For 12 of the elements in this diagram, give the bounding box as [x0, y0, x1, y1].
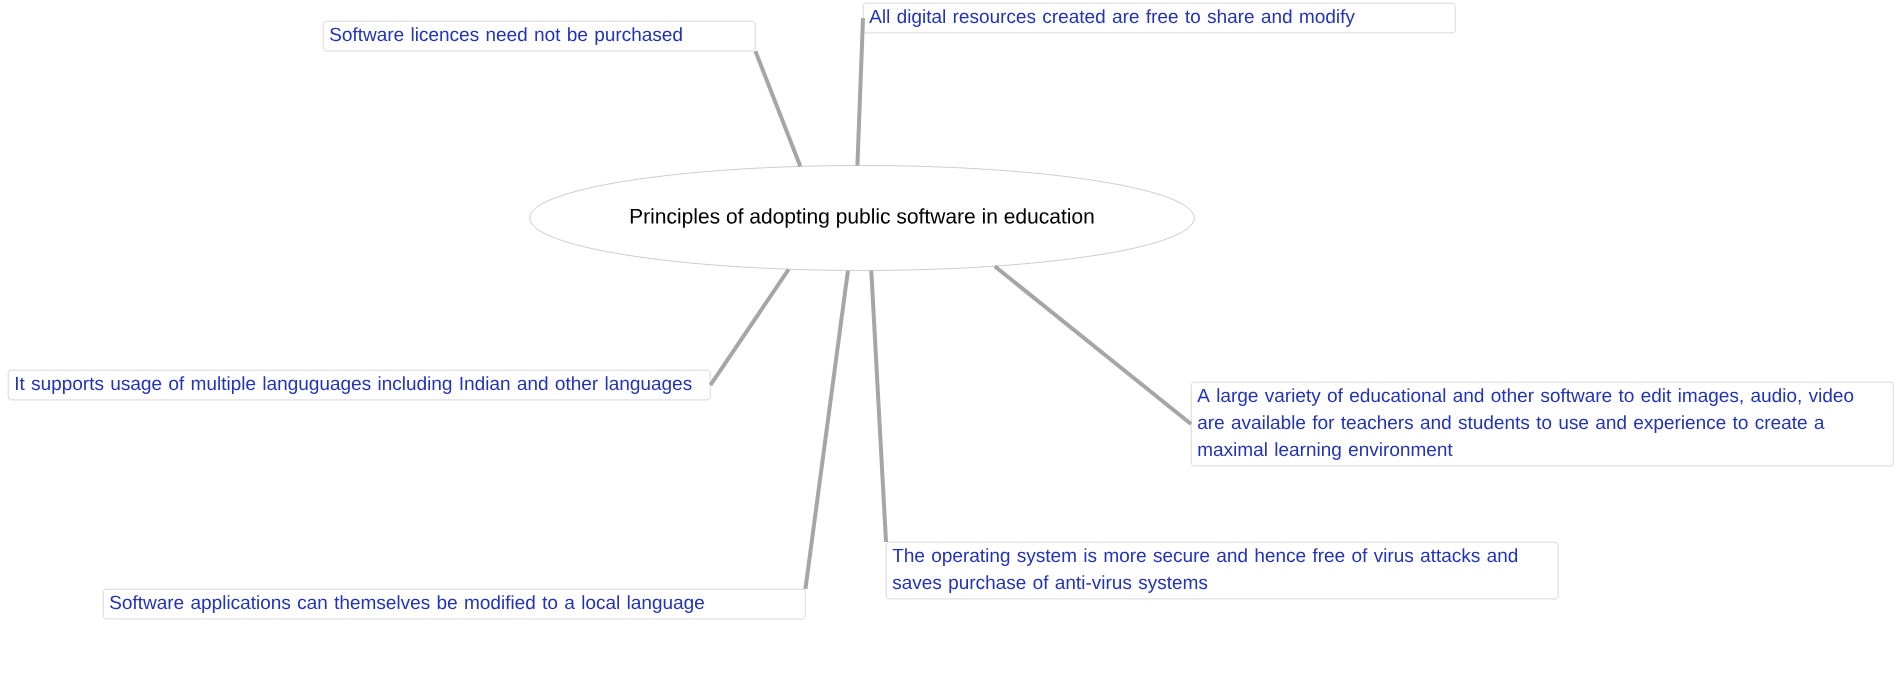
- branch-line: [708, 268, 791, 387]
- branch-line: [753, 50, 803, 167]
- idea-box: It supports usage of multiple languguages including Indian and other languages: [8, 370, 711, 401]
- branch-line: [855, 18, 865, 166]
- idea-box: A large variety of educational and other software to edit images, audio, video are available for teachers and students to use and experience to create a maximal learning environment: [1191, 382, 1894, 467]
- idea-box: Software licences need not be purchased: [323, 21, 756, 52]
- branch-line: [869, 270, 888, 543]
- branch-line: [803, 270, 850, 590]
- idea-box: All digital resources created are free to share and modify: [863, 3, 1456, 34]
- branch-line: [993, 264, 1193, 426]
- idea-box: The operating system is more secure and hence free of virus attacks and saves purchase of anti-virus systems: [886, 542, 1559, 600]
- idea-box: Software applications can themselves be modified to a local language: [103, 589, 806, 620]
